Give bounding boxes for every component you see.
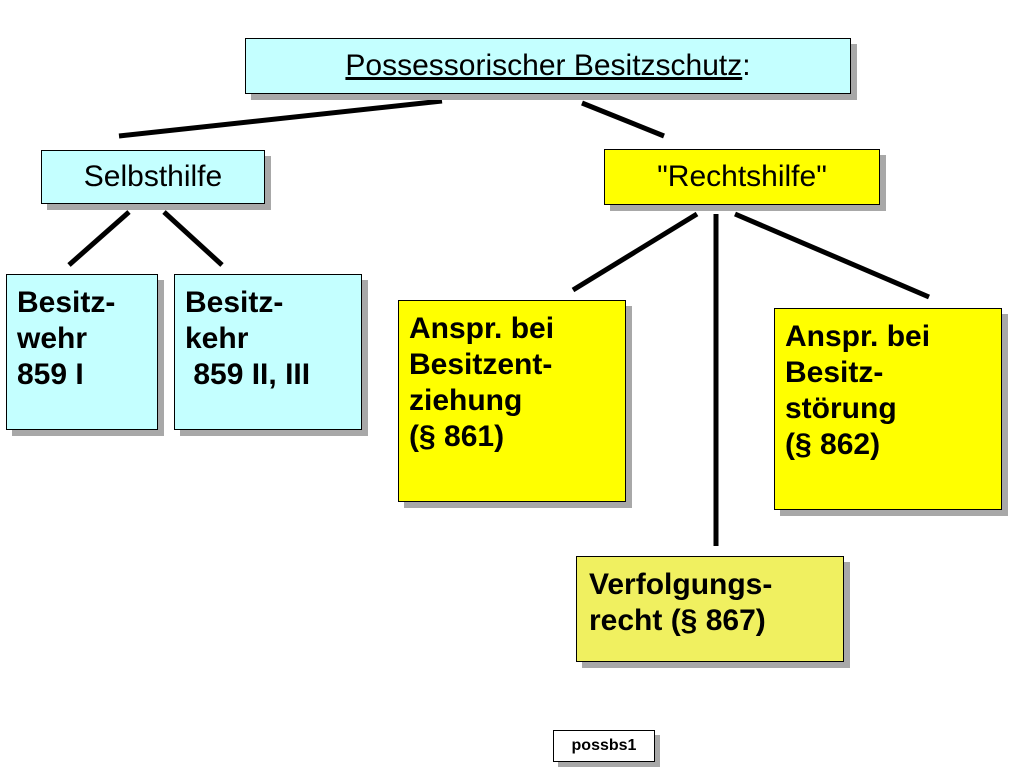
besitzwehr-line-3: 859 I <box>17 358 84 391</box>
verfolgung-box: Verfolgungs- recht (§ 867) <box>576 556 844 662</box>
rechtshilfe-label: "Rechtshilfe" <box>657 160 827 193</box>
stoerung-line-4: (§ 862) <box>785 428 881 461</box>
selbsthilfe-label: Selbsthilfe <box>83 160 223 193</box>
title-colon: : <box>742 49 751 82</box>
selbsthilfe-box: Selbsthilfe <box>41 150 265 204</box>
line-rechtshilfe-entziehung <box>571 211 699 293</box>
besitzwehr-line-2: wehr <box>17 322 88 355</box>
besitzkehr-line-3: 859 II, III <box>185 358 311 391</box>
line-selbsthilfe-besitzkehr <box>162 210 224 267</box>
besitzwehr-box: Besitz- wehr 859 I <box>6 274 158 430</box>
besitzkehr-box: Besitz- kehr 859 II, III <box>174 274 362 430</box>
entziehung-line-2: Besitzent- <box>409 348 553 381</box>
verfolgung-line-1: Verfolgungs- <box>589 568 773 601</box>
line-rechtshilfe-stoerung <box>734 211 930 300</box>
besitzwehr-line-1: Besitz- <box>17 286 116 319</box>
entziehung-line-3: ziehung <box>409 384 523 417</box>
entziehung-line-1: Anspr. bei <box>409 312 555 345</box>
entziehung-box: Anspr. bei Besitzent- ziehung (§ 861) <box>398 300 626 502</box>
line-title-rechtshilfe <box>581 100 665 139</box>
entziehung-line-4: (§ 861) <box>409 420 505 453</box>
besitzkehr-line-1: Besitz- <box>185 286 284 319</box>
stoerung-line-3: störung <box>785 392 897 425</box>
slide-code: possbs1 <box>571 737 637 755</box>
slide-code-box: possbs1 <box>553 730 655 762</box>
stoerung-box: Anspr. bei Besitz- störung (§ 862) <box>774 308 1002 510</box>
stoerung-line-2: Besitz- <box>785 356 884 389</box>
verfolgung-line-2: recht (§ 867) <box>589 604 766 637</box>
title-box: Possessorischer Besitzschutz: <box>245 38 851 94</box>
besitzkehr-line-2: kehr <box>185 322 249 355</box>
rechtshilfe-box: "Rechtshilfe" <box>604 149 880 205</box>
title-text: Possessorischer Besitzschutz <box>345 49 743 82</box>
line-selbsthilfe-besitzwehr <box>67 210 131 267</box>
stoerung-line-1: Anspr. bei <box>785 320 931 353</box>
line-title-selbsthilfe <box>118 98 443 139</box>
